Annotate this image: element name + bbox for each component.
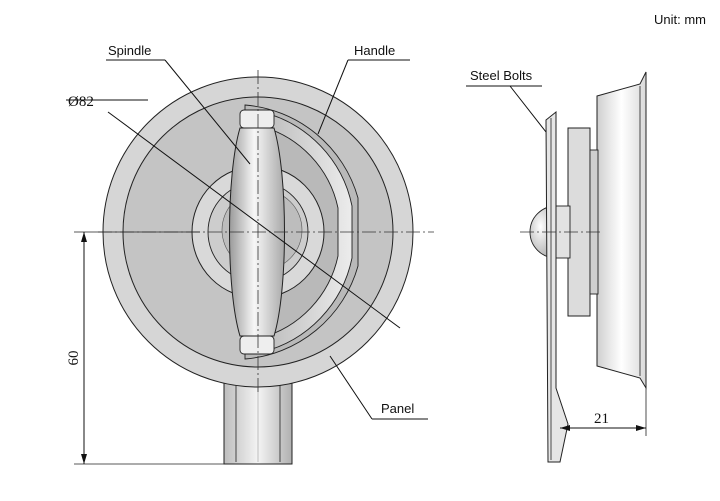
panel-leader xyxy=(329,355,373,420)
square-shaft xyxy=(223,379,293,465)
side-view: 21 Steel Bolts xyxy=(466,68,647,463)
cup-body xyxy=(596,71,647,390)
handle-label: Handle xyxy=(354,43,395,58)
unit-label: Unit: mm xyxy=(654,12,706,27)
panel-label: Panel xyxy=(381,401,414,416)
handle-leader xyxy=(317,59,349,135)
spindle-leader xyxy=(164,59,251,165)
panel-plate xyxy=(545,110,569,463)
steel-bolts-label: Steel Bolts xyxy=(470,68,533,83)
steel-bolts-leader xyxy=(509,85,547,133)
washer-block xyxy=(567,127,591,317)
front-view: Ø82 60 Spindle Handle Panel xyxy=(66,43,434,465)
spindle-label: Spindle xyxy=(108,43,151,58)
height-dimension: 60 xyxy=(66,351,82,366)
depth-dimension: 21 xyxy=(594,411,609,427)
diameter-leader xyxy=(107,111,401,329)
diameter-dimension: Ø82 xyxy=(68,94,94,110)
